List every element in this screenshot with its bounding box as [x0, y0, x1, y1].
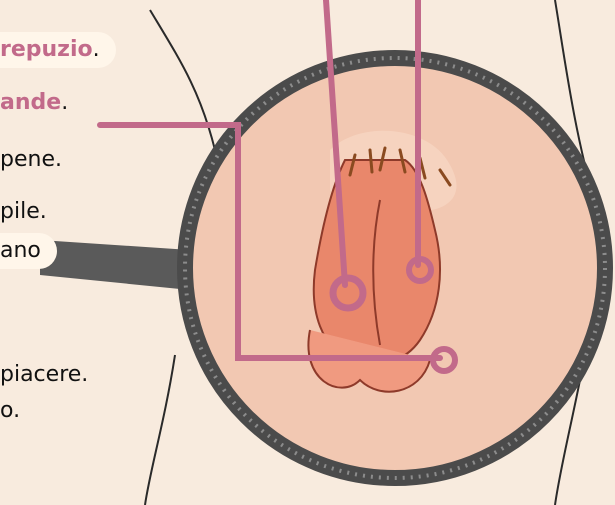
label-glande: ande.: [0, 90, 68, 116]
label-prepuzio: repuzio.: [0, 32, 116, 68]
caption-line-o: o.: [0, 398, 20, 424]
caption-line-piacere: piacere.: [0, 362, 88, 388]
suffix-prepuzio: .: [93, 37, 100, 62]
term-glande: ande: [0, 90, 61, 115]
caption-pill-ano: ano: [0, 233, 57, 269]
caption-line-pile: pile.: [0, 199, 47, 225]
caption-line-pene: pene.: [0, 147, 62, 173]
suffix-glande: .: [61, 90, 68, 115]
term-prepuzio: repuzio: [0, 37, 93, 62]
